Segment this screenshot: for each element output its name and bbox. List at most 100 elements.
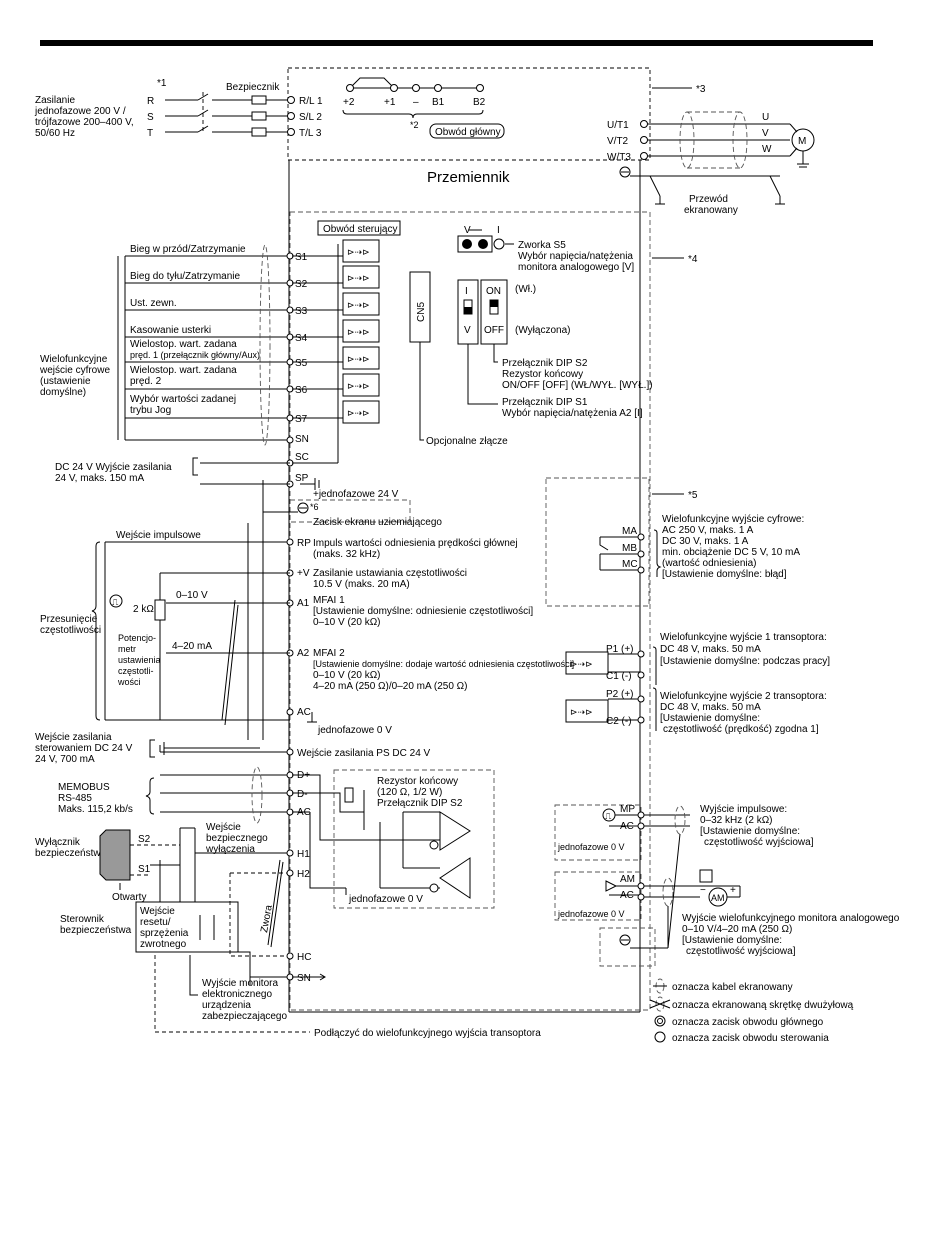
- dip-switch-s1: I V Przełącznik DIP S1 Wybór napięcia/na…: [457, 279, 643, 419]
- supply-label: Zasilanie jednofazowe 200 V / trójfazowe…: [34, 95, 134, 139]
- svg-text:ON: ON: [486, 286, 501, 297]
- svg-text:⊳⇢⊳: ⊳⇢⊳: [347, 327, 370, 337]
- svg-text:S1: S1: [138, 864, 151, 875]
- fuse-s: [251, 111, 267, 121]
- pulse-output-box: [554, 804, 642, 861]
- svg-text:Sterownik: Sterownik: [60, 914, 105, 925]
- svg-text:MB: MB: [622, 543, 637, 554]
- svg-text:50/60 Hz: 50/60 Hz: [35, 128, 75, 139]
- svg-text:Bieg do tyłu/Zatrzymanie: Bieg do tyłu/Zatrzymanie: [130, 271, 240, 282]
- svg-text:D-: D-: [297, 789, 308, 800]
- svg-text:U: U: [762, 112, 769, 123]
- jumper-s5: V I Zworka S5 Wybór napięcia/natężenia m…: [457, 225, 634, 273]
- svg-text:AC: AC: [297, 707, 311, 718]
- svg-text:Zworka S5: Zworka S5: [518, 240, 566, 251]
- svg-text:trybu Jog: trybu Jog: [130, 405, 171, 416]
- svg-text:Wielofunkcyjne wyjście cyfrowe: Wielofunkcyjne wyjście cyfrowe:: [662, 514, 804, 525]
- svg-text:S7: S7: [295, 414, 308, 425]
- svg-text:MA: MA: [622, 526, 637, 537]
- dc24-supply-output: DC 24 V Wyjście zasilania 24 V, maks. 15…: [55, 457, 399, 500]
- svg-text:częstotliwość wyjściowa]: częstotliwość wyjściowa]: [704, 837, 814, 848]
- svg-text:(120 Ω, 1/2 W): (120 Ω, 1/2 W): [377, 787, 442, 798]
- svg-text:oznacza ekranowaną skrętkę dwu: oznacza ekranowaną skrętkę dwużyłową: [672, 1000, 854, 1011]
- svg-text:S2: S2: [138, 834, 151, 845]
- svg-text:⊳⇢⊳: ⊳⇢⊳: [347, 273, 370, 283]
- svg-text:+2: +2: [343, 97, 355, 108]
- svg-text:Impuls wartości odniesienia pr: Impuls wartości odniesienia prędkości gł…: [313, 538, 518, 549]
- svg-text:R/L 1: R/L 1: [299, 96, 323, 107]
- svg-text:wości: wości: [117, 677, 141, 687]
- svg-text:AM: AM: [620, 874, 635, 885]
- svg-text:Wejście zasilania PS DC 24 V: Wejście zasilania PS DC 24 V: [297, 748, 431, 759]
- svg-text:0–10 V: 0–10 V: [176, 590, 208, 601]
- svg-text:(Wł.): (Wł.): [515, 284, 536, 295]
- svg-text:Rezystor końcowy: Rezystor końcowy: [502, 369, 583, 380]
- svg-text:MFAI 2: MFAI 2: [313, 648, 345, 659]
- svg-text:B2: B2: [473, 97, 486, 108]
- svg-text:T: T: [147, 128, 153, 139]
- svg-text:Wejście zasilania: Wejście zasilania: [35, 732, 112, 743]
- digital-inputs-group-label: Wielofunkcyjne wejście cyfrowe (ustawien…: [39, 256, 119, 440]
- svg-text:H2: H2: [297, 869, 310, 880]
- svg-text:Przełącznik DIP S1: Przełącznik DIP S1: [502, 397, 588, 408]
- svg-text:jednofazowe 0 V: jednofazowe 0 V: [348, 894, 423, 905]
- svg-text:Zwora: Zwora: [259, 904, 275, 934]
- svg-text:MFAI 1: MFAI 1: [313, 595, 345, 606]
- svg-text:Wyjście monitora: Wyjście monitora: [202, 978, 278, 989]
- svg-text:ON/OFF [OFF] (WŁ/WYŁ. [WYŁ.]): ON/OFF [OFF] (WŁ/WYŁ. [WYŁ.]): [502, 380, 653, 391]
- svg-text:bezpieczeństwa: bezpieczeństwa: [60, 925, 132, 936]
- svg-text:(Wyłączona): (Wyłączona): [515, 325, 570, 336]
- svg-text:C2 (-): C2 (-): [606, 716, 632, 727]
- svg-text:Rezystor końcowy: Rezystor końcowy: [377, 776, 458, 787]
- svg-text:+: +: [730, 885, 736, 896]
- svg-text:⊳⇢⊳: ⊳⇢⊳: [570, 659, 593, 669]
- note-4: *4: [688, 254, 698, 265]
- svg-text:(maks. 32 kHz): (maks. 32 kHz): [313, 549, 380, 560]
- svg-text:[Ustawienie domyślne: podczas: [Ustawienie domyślne: podczas pracy]: [660, 656, 830, 667]
- svg-text:częstotli-: częstotli-: [118, 666, 154, 676]
- svg-text:S2: S2: [295, 279, 308, 290]
- svg-text:[Ustawienie domyślne:: [Ustawienie domyślne:: [700, 826, 800, 837]
- svg-text:monitora analogowego [V]: monitora analogowego [V]: [518, 262, 634, 273]
- svg-text:Wyłącznik: Wyłącznik: [35, 837, 81, 848]
- svg-text:Wejście: Wejście: [140, 906, 175, 917]
- svg-text:(ustawienie: (ustawienie: [40, 376, 91, 387]
- svg-text:[Ustawienie domyślne:: [Ustawienie domyślne:: [682, 935, 782, 946]
- analog-monitor-box: [554, 871, 642, 921]
- svg-text:bezpieczeństwa: bezpieczeństwa: [35, 848, 107, 859]
- svg-text:S3: S3: [295, 306, 308, 317]
- svg-text:S4: S4: [295, 333, 308, 344]
- dc24-control-input: Wejście zasilania sterowaniem DC 24 V 24…: [35, 732, 431, 765]
- svg-text:P1 (+): P1 (+): [606, 644, 634, 655]
- dc-bus-terminals: +2 +1 – B1 B2 *2: [342, 77, 486, 130]
- fuse-r: [251, 95, 267, 105]
- svg-text:I: I: [465, 286, 468, 297]
- note-5: *5: [688, 490, 698, 501]
- svg-text:MC: MC: [622, 559, 638, 570]
- svg-text:Wielofunkcyjne: Wielofunkcyjne: [40, 354, 108, 365]
- relay-output: MA MB MC Wielofunkcyjne wyjście cyfrowe:…: [599, 514, 804, 580]
- svg-text:OFF: OFF: [484, 325, 504, 336]
- svg-text:A2: A2: [297, 648, 310, 659]
- svg-text:V/T2: V/T2: [607, 136, 629, 147]
- svg-text:Wyjście wielofunkcyjnego monit: Wyjście wielofunkcyjnego monitora analog…: [682, 913, 900, 924]
- safety-circuit: Wyłącznik bezpieczeństwa S2 S1 Otwarty S…: [35, 822, 541, 1039]
- power-phases: R S T: [147, 92, 290, 139]
- svg-text:Przełącznik DIP S2: Przełącznik DIP S2: [502, 358, 588, 369]
- svg-text:Ust. zewn.: Ust. zewn.: [130, 298, 177, 309]
- svg-text:2 kΩ: 2 kΩ: [133, 604, 154, 615]
- svg-text:AM: AM: [711, 893, 725, 903]
- legend: oznacza kabel ekranowany oznacza ekranow…: [649, 978, 854, 1044]
- svg-text:częstotliwości: częstotliwości: [40, 625, 101, 636]
- svg-text:częstotliwość wyjściowa]: częstotliwość wyjściowa]: [686, 946, 796, 957]
- svg-text:metr: metr: [118, 644, 136, 654]
- main-circuit-label-box: [429, 123, 505, 139]
- control-circuit-box: [289, 211, 651, 1011]
- svg-text:(wartość odniesienia): (wartość odniesienia): [662, 558, 757, 569]
- svg-text:sprzężenia: sprzężenia: [140, 928, 189, 939]
- svg-text:SN: SN: [295, 434, 309, 445]
- svg-text:24 V, maks. 150 mA: 24 V, maks. 150 mA: [55, 473, 144, 484]
- svg-text:jednofazowe 0 V: jednofazowe 0 V: [557, 842, 625, 852]
- main-circuit-label: Obwód główny: [435, 127, 501, 138]
